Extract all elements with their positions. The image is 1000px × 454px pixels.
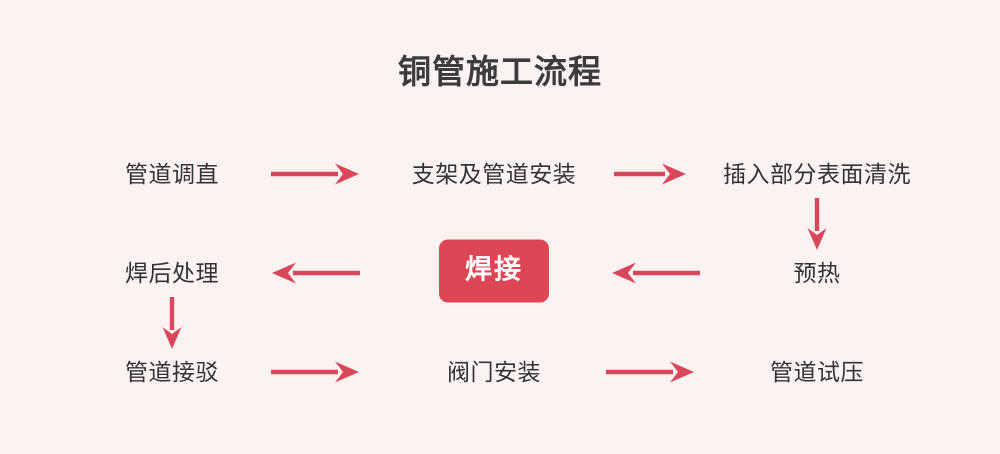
arrow-down-icon — [159, 297, 185, 349]
flow-node: 焊后处理 — [125, 260, 219, 286]
flow-node: 阀门安装 — [447, 359, 541, 385]
arrow-right-icon — [614, 161, 686, 187]
page-title: 铜管施工流程 — [398, 53, 602, 90]
flow-node: 预热 — [793, 260, 841, 286]
arrow-right-icon — [271, 359, 359, 385]
arrow-left-icon — [272, 260, 360, 286]
arrow-right-icon — [606, 359, 694, 385]
flow-node: 管道接驳 — [125, 359, 219, 385]
arrow-right-icon — [271, 161, 359, 187]
flow-node: 管道试压 — [770, 359, 864, 385]
flow-node: 插入部分表面清洗 — [723, 161, 911, 187]
flow-node: 管道调直 — [125, 161, 219, 187]
flow-node: 支架及管道安装 — [411, 161, 577, 187]
arrow-left-icon — [612, 260, 700, 286]
arrow-down-icon — [804, 198, 830, 250]
flow-node-highlighted: 焊接 — [439, 239, 549, 303]
